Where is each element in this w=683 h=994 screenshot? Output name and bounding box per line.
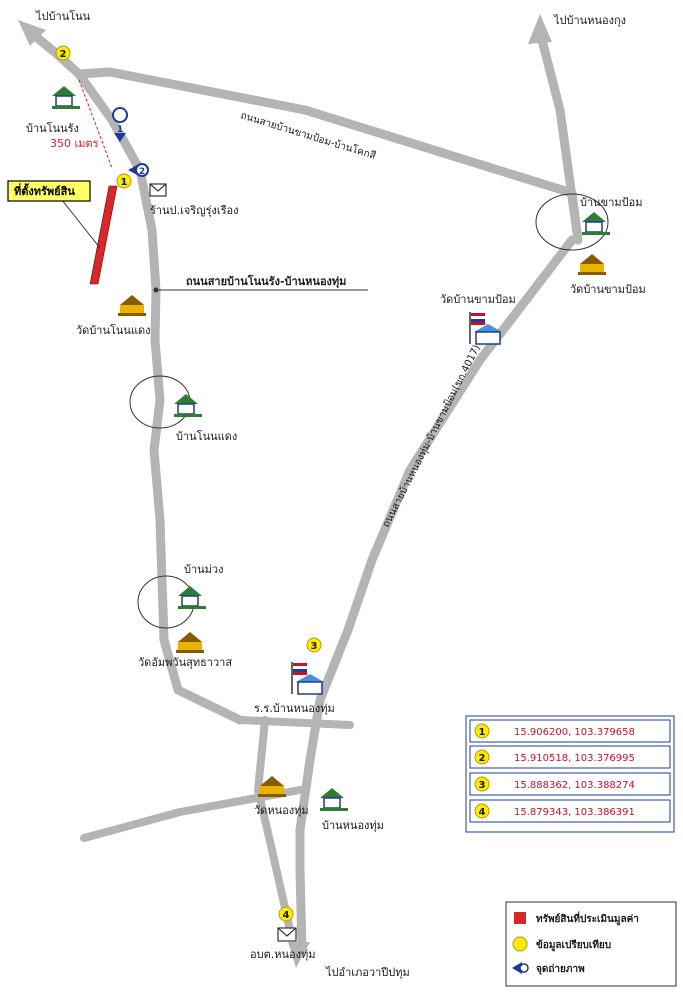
label-road-kaeng-kao: ถนนสายบ้านหนองทุ่ม-บ้านขามป้อม(ขก.4017): [380, 343, 483, 530]
roads: [18, 14, 583, 968]
label-to-nong-kung: ไปบ้านหนองกุง: [553, 14, 626, 27]
label-ban-non-rang: บ้านโนนรัง: [26, 121, 79, 135]
property-label: ที่ตั้งทรัพย์สิน: [14, 183, 75, 198]
label-road-non-rang-nong-tum: ถนนสายบ้านโนนรัง-บ้านหนองทุ่ม: [186, 274, 346, 289]
legend-photo-point: จุดถ่ายภาพ: [512, 962, 585, 975]
label-ban-nong-tum: บ้านหนองทุ่ม: [322, 819, 384, 832]
temple-icon-kham-pom: [578, 254, 606, 275]
photo-point-2[interactable]: 2: [128, 163, 149, 177]
label-school-nong-tum: ร.ร.บ้านหนองทุ่ม: [254, 702, 335, 715]
marker-1[interactable]: 1: [116, 173, 132, 189]
label-wat-nong-tum: วัดหนองทุ่ม: [254, 804, 309, 817]
label-sao-nong-tum: อบต.หนองทุ่ม: [250, 948, 315, 961]
road-junction-south: [254, 716, 294, 934]
temple-icon-ampawan: [176, 632, 204, 653]
svg-text:2: 2: [60, 49, 67, 60]
village-icon-non-rang: [52, 86, 80, 109]
svg-text:15.879343, 103.386391: 15.879343, 103.386391: [514, 807, 635, 818]
photo-point-1[interactable]: 1: [112, 107, 128, 142]
label-shop: ร้านป.เจริญรุ่งเรือง: [150, 204, 239, 217]
circle-ban-kham-pom: [535, 193, 609, 251]
road-kham-pom-nong-tum: [295, 235, 577, 955]
temple-icon-non-daeng: [118, 295, 146, 316]
road-label-dot: [153, 287, 159, 293]
legend-comparison: ข้อมูลเปรียบเทียบ: [512, 936, 611, 952]
svg-text:1: 1: [479, 727, 486, 738]
svg-text:2: 2: [479, 753, 486, 764]
road-non-rang-nong-tum: [74, 69, 245, 725]
road-west-branch: [80, 786, 304, 842]
label-wat-ampawan: วัดอัมพวันสุทธาวาส: [138, 656, 232, 669]
village-icon-muang: [178, 586, 206, 609]
property-pointer: [61, 199, 101, 249]
marker-3[interactable]: 3: [306, 637, 322, 653]
svg-text:ข้อมูลเปรียบเทียบ: ข้อมูลเปรียบเทียบ: [536, 939, 611, 952]
road-to-nong-kung: [537, 35, 583, 245]
label-to-amphoe: ไปอำเภอวาปีปทุม: [325, 966, 410, 979]
distance-line: [78, 79, 113, 169]
coord-row-4: 4 15.879343, 103.386391: [469, 799, 671, 823]
marker-2[interactable]: 2: [55, 45, 71, 61]
sao-icon: [277, 927, 297, 942]
village-icon-non-daeng: [174, 394, 202, 417]
svg-text:3: 3: [311, 641, 318, 652]
property-label-box: [7, 180, 91, 202]
coord-row-1: 1 15.906200, 103.379658: [469, 719, 671, 743]
coord-row-2: 2 15.910518, 103.376995: [469, 745, 671, 769]
svg-text:2: 2: [139, 167, 145, 177]
svg-text:15.888362, 103.388274: 15.888362, 103.388274: [514, 780, 635, 791]
label-wat-ban-kham-pom: วัดบ้านขามป้อม: [570, 283, 646, 296]
shop-icon: [149, 183, 167, 197]
label-school-ban-kham-pom: วัดบ้านขามป้อม: [440, 293, 516, 306]
temple-icon-nong-tum: [258, 776, 286, 797]
label-ban-muang: บ้านม่วง: [184, 563, 223, 576]
svg-text:15.910518, 103.376995: 15.910518, 103.376995: [514, 753, 635, 764]
label-ban-non-daeng: บ้านโนนแดง: [176, 429, 237, 443]
svg-text:4: 4: [479, 807, 486, 818]
coordinate-table: 1 15.906200, 103.379658 2 15.910518, 103…: [465, 715, 675, 833]
label-wat-ban-non-daeng: วัดบ้านโนนแดง: [76, 323, 151, 337]
road-school-east: [236, 716, 354, 729]
village-icon-kham-pom: [582, 212, 610, 235]
school-icon-kham-pom: [469, 312, 502, 345]
svg-text:3: 3: [479, 780, 486, 791]
svg-text:1: 1: [121, 177, 128, 188]
svg-text:ทรัพย์สินที่ประเมินมูลค่า: ทรัพย์สินที่ประเมินมูลค่า: [536, 911, 639, 926]
legend: ทรัพย์สินที่ประเมินมูลค่า ข้อมูลเปรียบเท…: [505, 901, 677, 987]
distance-label: 350 เมตร: [50, 137, 99, 150]
label-to-ban-non: ไปบ้านโนน: [35, 9, 91, 23]
label-ban-kham-pom: บ้านขามป้อม: [580, 196, 642, 209]
arrow-amphoe: [288, 942, 310, 968]
arrow-nong-kung: [528, 14, 552, 44]
legend-property: ทรัพย์สินที่ประเมินมูลค่า: [514, 911, 639, 926]
svg-text:4: 4: [283, 910, 290, 921]
arrow-ban-non: [18, 20, 46, 46]
marker-4[interactable]: 4: [278, 906, 294, 922]
road-kham-pom-khok-si: [74, 67, 577, 198]
svg-text:1: 1: [117, 125, 123, 135]
label-road-kham-pom-khok-si: ถนนสายบ้านขามป้อม-บ้านโคกสี: [239, 108, 377, 162]
svg-text:15.906200, 103.379658: 15.906200, 103.379658: [514, 727, 635, 738]
coord-row-3: 3 15.888362, 103.388274: [469, 772, 671, 796]
svg-text:จุดถ่ายภาพ: จุดถ่ายภาพ: [536, 963, 585, 975]
property-parcel: [89, 185, 118, 285]
school-icon-nong-tum: [291, 662, 324, 695]
village-icon-nong-tum: [320, 788, 348, 811]
